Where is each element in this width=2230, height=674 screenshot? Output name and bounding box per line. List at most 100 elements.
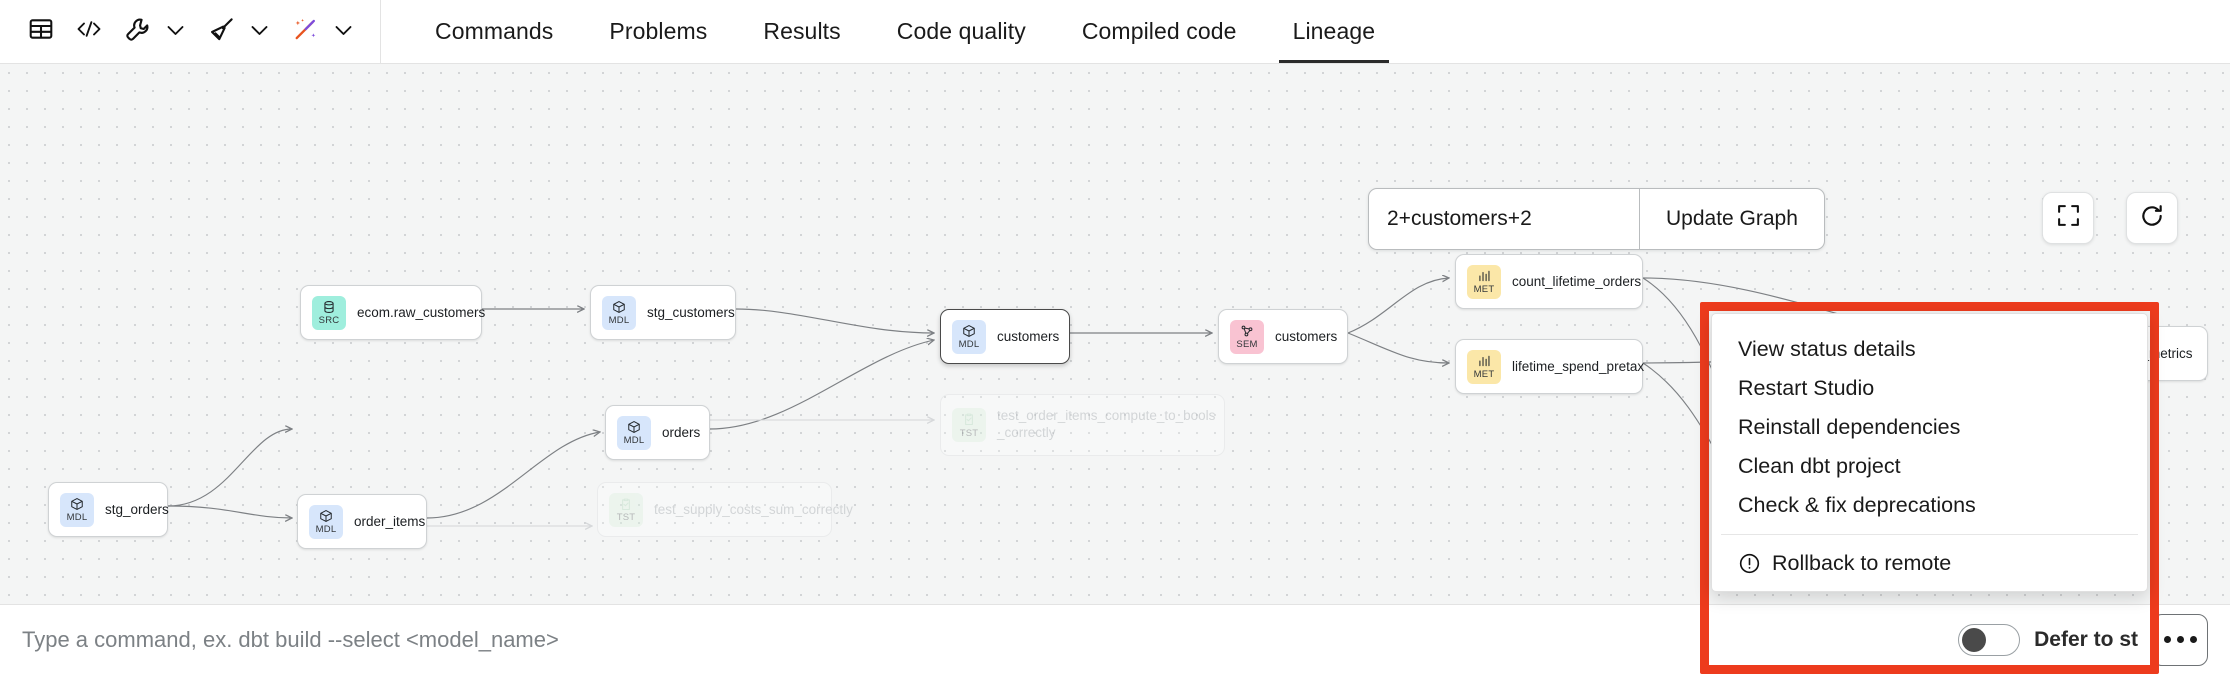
lineage-node-count_lifetime[interactable]: MET count_lifetime_orders xyxy=(1455,254,1643,309)
tab-lineage[interactable]: Lineage xyxy=(1265,0,1404,63)
node-type-badge-sem: SEM xyxy=(1230,319,1264,354)
command-bar: Defer to st xyxy=(0,604,2230,674)
table-view-button[interactable] xyxy=(18,9,64,55)
node-label: lifetime_spend_pretax xyxy=(1512,359,1645,374)
tools-button[interactable] xyxy=(114,9,160,55)
menu-item-check-fix-deprecations[interactable]: Check & fix deprecations xyxy=(1712,486,2147,525)
mdl-icon xyxy=(627,419,641,434)
ai-assist-caret-button[interactable] xyxy=(330,9,356,55)
node-label: stg_orders xyxy=(105,502,169,517)
node-type-badge-mdl: MDL xyxy=(602,295,636,330)
menu-item-reinstall-dependencies[interactable]: Reinstall dependencies xyxy=(1712,408,2147,447)
node-type-tag: MET xyxy=(1473,284,1495,295)
node-type-tag: SEM xyxy=(1236,339,1258,350)
code-view-button[interactable] xyxy=(66,9,112,55)
menu-item-label: View status details xyxy=(1738,337,1916,361)
node-label: test_supply_costs_sum_correctly xyxy=(654,502,853,517)
met-icon xyxy=(1477,353,1491,368)
mdl-icon xyxy=(612,299,626,314)
node-label: order_items xyxy=(354,514,426,529)
lineage-node-customers_mdl[interactable]: MDL customers xyxy=(940,309,1070,364)
table-icon xyxy=(28,16,54,47)
format-caret-button[interactable] xyxy=(246,9,272,55)
node-type-badge-mdl: MDL xyxy=(309,504,343,539)
tst-icon xyxy=(962,412,976,427)
chevron-down-icon xyxy=(167,23,184,41)
tab-problems[interactable]: Problems xyxy=(609,18,708,44)
node-type-badge-tst: TST xyxy=(609,492,643,527)
wrench-icon xyxy=(124,16,151,48)
ellipsis-icon xyxy=(2163,636,2197,643)
command-input[interactable] xyxy=(22,626,1945,653)
menu-item-clean-dbt-project[interactable]: Clean dbt project xyxy=(1712,447,2147,486)
refresh-button[interactable] xyxy=(2126,192,2178,244)
node-label: orders xyxy=(662,425,701,440)
node-type-tag: TST xyxy=(616,512,636,523)
node-type-tag: MDL xyxy=(608,315,630,326)
node-type-badge-mdl: MDL xyxy=(60,492,94,527)
fullscreen-icon xyxy=(2056,203,2081,233)
chevron-down-icon xyxy=(335,23,352,41)
broom-icon xyxy=(208,16,235,48)
node-type-tag: MDL xyxy=(623,435,645,446)
node-type-badge-met: MET xyxy=(1467,349,1501,384)
node-label: count_lifetime_orders xyxy=(1512,274,1642,289)
menu-item-rollback-to-remote[interactable]: Rollback to remote xyxy=(1712,544,2147,583)
ai-assist-button[interactable] xyxy=(282,9,328,55)
tab-results[interactable]: Results xyxy=(763,18,841,44)
menu-item-view-status-details[interactable]: View status details xyxy=(1712,330,2147,369)
menu-item-restart-studio[interactable]: Restart Studio xyxy=(1712,369,2147,408)
update-graph-button[interactable]: Update Graph xyxy=(1666,207,1798,230)
node-type-tag: MET xyxy=(1473,369,1495,380)
tst-icon xyxy=(619,496,633,511)
lineage-node-lifetime_spend[interactable]: MET lifetime_spend_pretax xyxy=(1455,339,1645,394)
menu-item-label: Restart Studio xyxy=(1738,376,1875,400)
node-type-badge-mdl: MDL xyxy=(617,415,651,450)
node-type-tag: TST xyxy=(959,427,979,439)
lineage-node-ecom_raw_cust[interactable]: SRC ecom.raw_customers xyxy=(300,285,486,340)
fullscreen-button[interactable] xyxy=(2042,192,2094,244)
node-type-tag: MDL xyxy=(958,339,980,350)
node-type-badge-tst: TST xyxy=(952,408,986,442)
graph-selector-input[interactable] xyxy=(1369,189,1639,249)
tab-compiled-code[interactable]: Compiled code xyxy=(1081,18,1237,44)
selector-divider xyxy=(1639,189,1640,249)
toggle-knob xyxy=(1962,627,1987,652)
code-brackets-icon xyxy=(75,16,103,47)
warning-icon xyxy=(1738,552,1761,575)
chevron-down-icon xyxy=(251,23,268,41)
mdl-icon xyxy=(319,508,333,523)
lineage-node-test_order_items[interactable]: TST test_order_items_compute_to_bools _co… xyxy=(940,394,1225,456)
defer-label: Defer to st xyxy=(2034,627,2138,651)
node-type-badge-mdl: MDL xyxy=(952,319,986,354)
mdl-icon xyxy=(962,323,976,338)
node-type-badge-met: MET xyxy=(1467,264,1501,299)
met-icon xyxy=(1477,268,1491,283)
refresh-icon xyxy=(2139,203,2165,234)
node-label: ecom.raw_customers xyxy=(357,305,486,320)
defer-toggle[interactable] xyxy=(1958,623,2021,656)
tools-caret-button[interactable] xyxy=(162,9,188,55)
lineage-node-test_supply[interactable]: TST test_supply_costs_sum_correctly xyxy=(597,482,853,537)
format-button[interactable] xyxy=(198,9,244,55)
lineage-node-order_items[interactable]: MDL order_items xyxy=(297,494,427,549)
node-label: customers xyxy=(997,329,1060,344)
menu-item-label: Rollback to remote xyxy=(1772,551,1952,575)
tab-code-quality[interactable]: Code quality xyxy=(896,18,1026,44)
node-type-tag: MDL xyxy=(315,524,337,535)
lineage-node-stg_orders[interactable]: MDL stg_orders xyxy=(48,482,169,537)
tab-commands[interactable]: Commands xyxy=(435,18,554,44)
node-type-tag: SRC xyxy=(318,315,340,326)
graph-selector-bar: Update Graph xyxy=(1368,188,1825,250)
panel-tabs: Commands Problems Results Code quality Compi… xyxy=(381,0,1403,63)
node-label: test_order_items_compute_to_bools _corre… xyxy=(997,408,1216,440)
menu-separator xyxy=(1721,534,2138,535)
menu-item-label: Clean dbt project xyxy=(1738,454,1901,478)
mdl-icon xyxy=(70,496,84,511)
lineage-node-orders[interactable]: MDL orders xyxy=(605,405,710,460)
more-actions-button[interactable] xyxy=(2152,613,2208,666)
editor-tool-group xyxy=(0,0,381,63)
